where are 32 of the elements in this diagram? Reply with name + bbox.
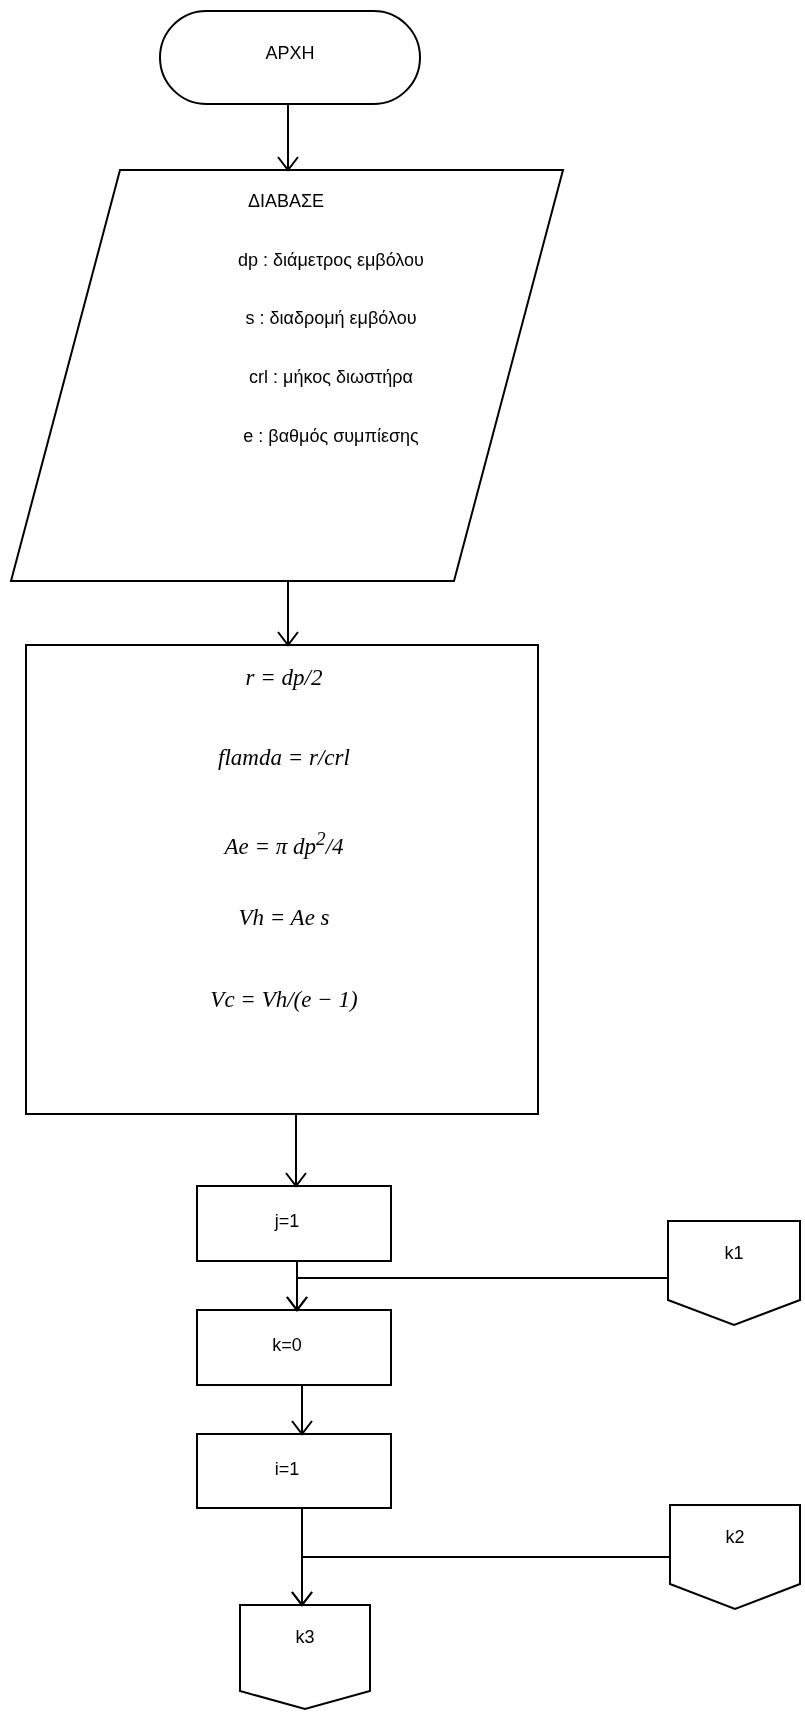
formula: Ae = π dp$^{2}$/4 — [224, 828, 344, 860]
formula: flamda = r/crl — [218, 745, 350, 771]
process-box — [197, 1310, 391, 1385]
off-page-connector — [670, 1505, 800, 1609]
arrow — [291, 1556, 671, 1606]
node-text: s : διαδρομή εμβόλου — [245, 308, 417, 329]
process-box — [197, 1434, 391, 1508]
formula: Vh = Ae s — [238, 905, 330, 931]
arrow — [291, 1384, 313, 1435]
formula: Vc = Vh/(e − 1) — [210, 987, 358, 1013]
start-terminator — [160, 11, 420, 104]
node-text: k=0 — [272, 1335, 302, 1356]
node-text: k2 — [725, 1527, 745, 1548]
arrow — [277, 103, 299, 171]
node-text: e : βαθμός συμπίεσης — [243, 426, 419, 447]
off-page-connector — [240, 1605, 370, 1709]
off-page-connector — [668, 1221, 800, 1325]
arrow — [277, 580, 299, 646]
node-text: ΔΙΑΒΑΣΕ — [247, 191, 325, 212]
formula: r = dp/2 — [245, 665, 323, 691]
arrow — [286, 1277, 669, 1311]
arrow — [285, 1113, 307, 1187]
node-text: k1 — [724, 1243, 744, 1264]
node-text: k3 — [295, 1627, 315, 1648]
node-text: ΑΡΧΗ — [265, 43, 315, 64]
process-box — [197, 1186, 391, 1261]
node-text: j=1 — [274, 1211, 300, 1232]
node-text: i=1 — [274, 1459, 300, 1480]
node-text: crl : μήκος διωστήρα — [249, 367, 413, 388]
node-text: dp : διάμετρος εμβόλου — [238, 250, 424, 271]
process-box — [26, 645, 538, 1114]
input-parallelogram — [11, 170, 563, 581]
